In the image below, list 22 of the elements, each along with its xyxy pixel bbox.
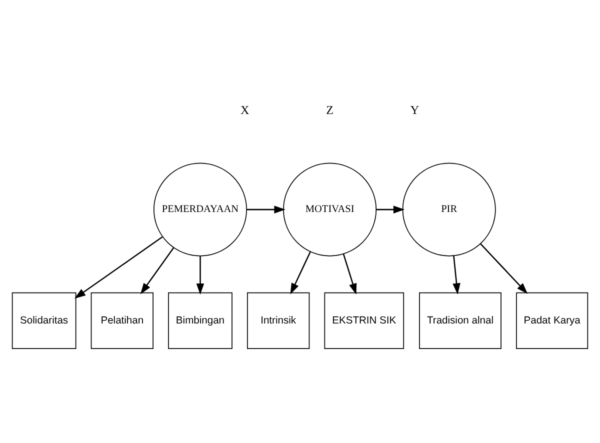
- arrow: [74, 236, 163, 298]
- arrow: [376, 205, 405, 213]
- label: X: [240, 102, 250, 117]
- label: Y: [410, 102, 420, 117]
- node-box: EKSTRIN SIK: [324, 292, 404, 348]
- arrow: [196, 256, 204, 294]
- arrow: [246, 205, 286, 213]
- arrow: [140, 246, 174, 294]
- arrow: [342, 253, 357, 294]
- arrow: [452, 255, 460, 294]
- node-box: Padat Karya: [516, 292, 588, 348]
- node-box: Solidaritas: [12, 292, 76, 348]
- node-circle: PIR: [402, 162, 496, 256]
- node-box: Intrinsik: [247, 292, 310, 348]
- node-circle: PEMERDAYAAN: [153, 162, 248, 256]
- node-box: Pelatihan: [90, 292, 154, 348]
- arrow: [480, 242, 528, 294]
- node-box: Tradision alnal: [419, 292, 502, 348]
- arrow: [290, 251, 311, 294]
- label: Z: [326, 102, 334, 117]
- node-box: Bimbingan: [168, 292, 232, 348]
- node-circle: MOTIVASI: [283, 162, 377, 256]
